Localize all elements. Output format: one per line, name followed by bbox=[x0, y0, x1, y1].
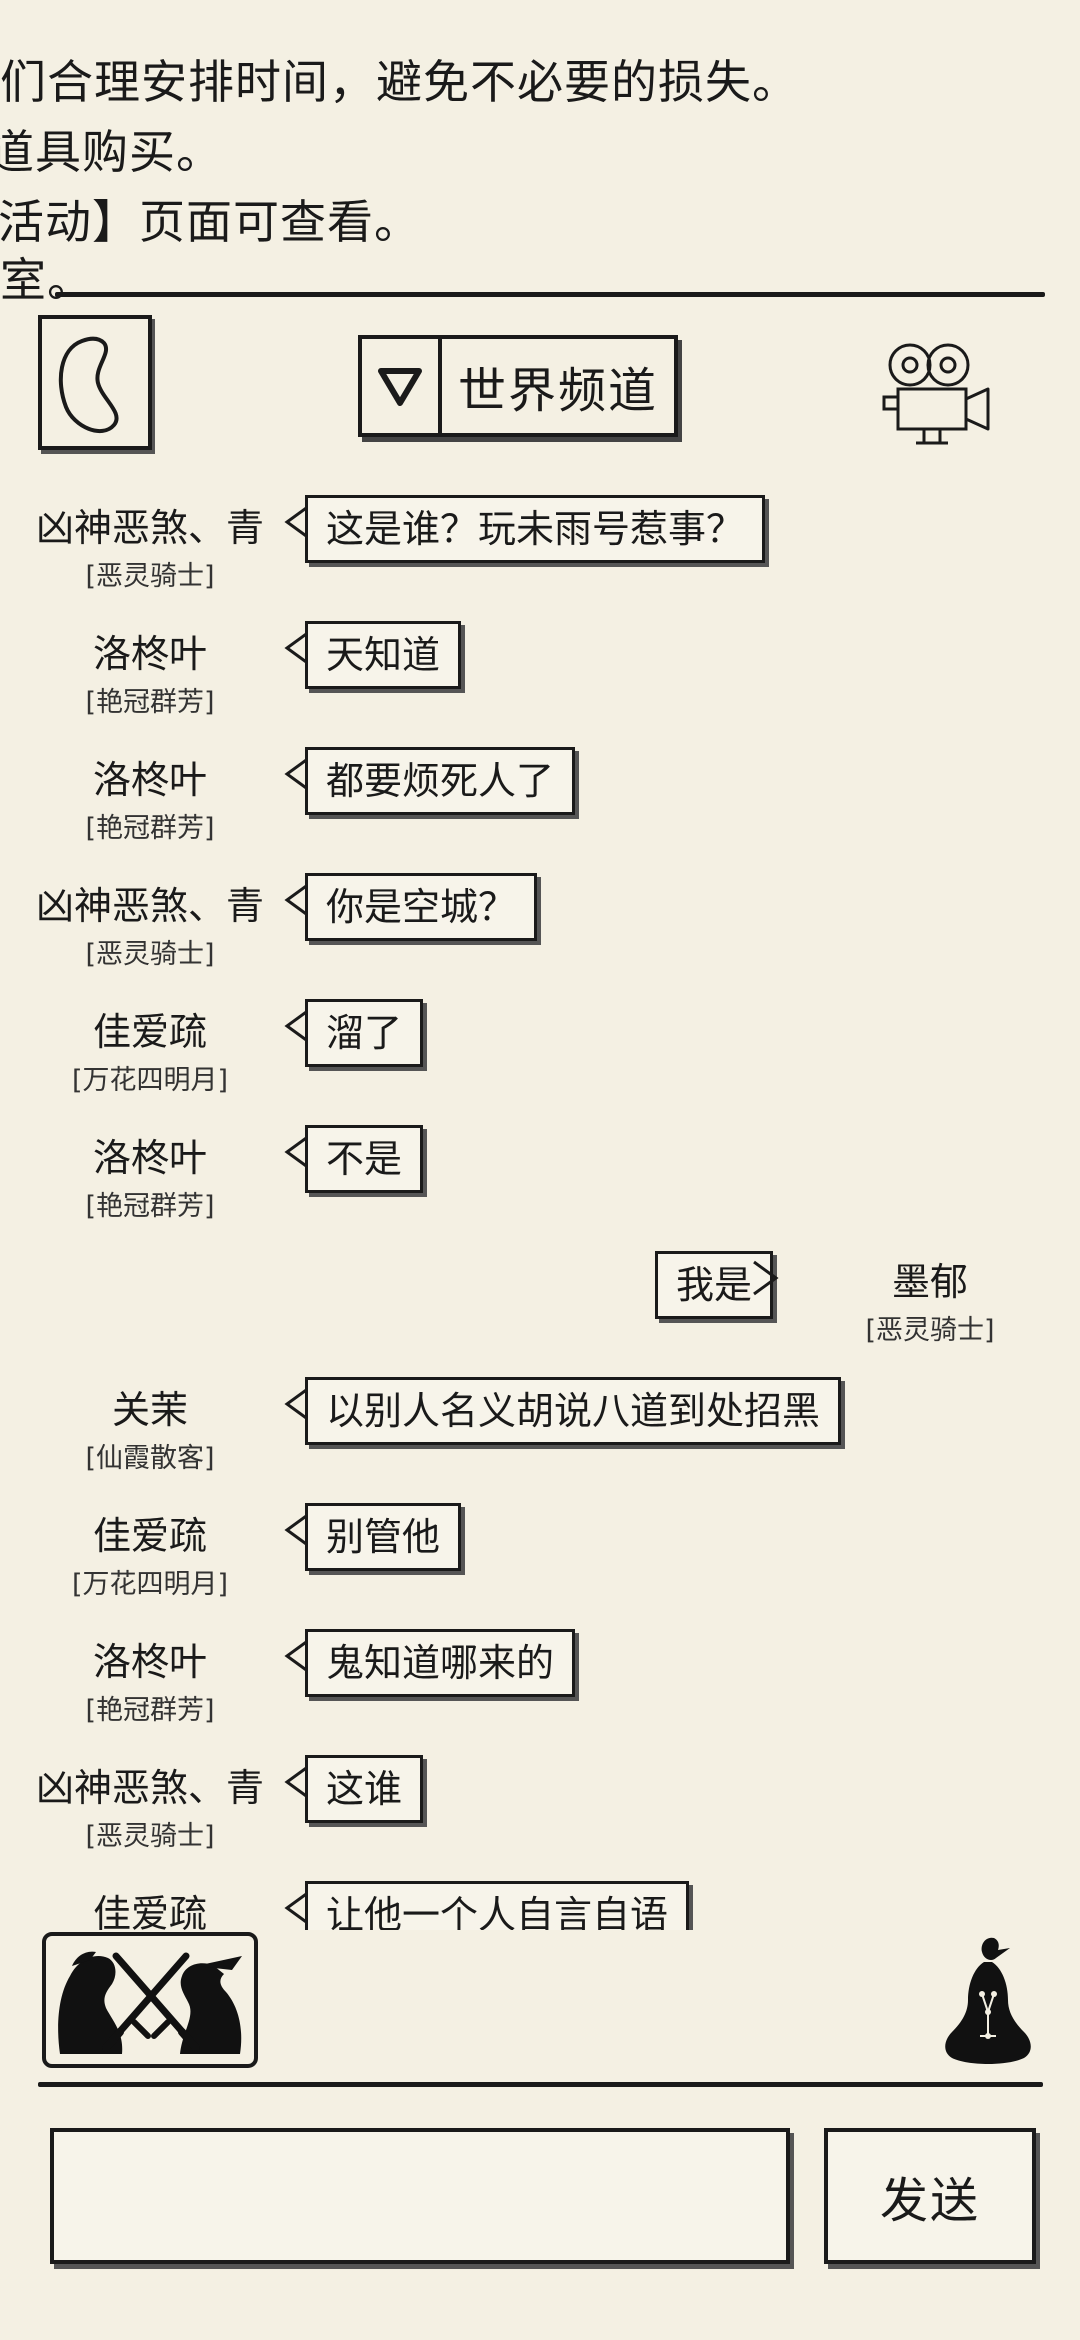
chat-message: 佳爱疏 让他一个人自言自语 bbox=[0, 1866, 1080, 1930]
sender-guild: [万花四明月] bbox=[71, 1065, 229, 1096]
message-sender: 洛柊叶 [艳冠群芳] bbox=[0, 1638, 300, 1728]
chat-message: 佳爱疏 [万花四明月] 溜了 bbox=[0, 984, 1080, 1110]
chat-message: 洛柊叶 [艳冠群芳] 天知道 bbox=[0, 606, 1080, 732]
sender-name[interactable]: 墨郁 bbox=[891, 1260, 968, 1304]
channel-name: 世界频道 bbox=[457, 363, 658, 419]
notice-line: 室。 bbox=[0, 253, 94, 307]
sender-guild: [万花四明月] bbox=[71, 1569, 229, 1600]
channel-selector[interactable]: 世界频道 bbox=[358, 335, 678, 437]
sender-name[interactable]: 洛柊叶 bbox=[92, 1136, 207, 1180]
chat-message: 洛柊叶 [艳冠群芳] 鬼知道哪来的 bbox=[0, 1614, 1080, 1740]
sender-name[interactable]: 佳爱疏 bbox=[92, 1010, 207, 1054]
message-bubble: 让他一个人自言自语 bbox=[305, 1881, 690, 1930]
bubble-tail-icon bbox=[284, 1386, 310, 1422]
back-icon bbox=[58, 336, 119, 433]
bubble-tail-icon bbox=[284, 1008, 310, 1044]
message-bubble: 都要烦死人了 bbox=[305, 747, 576, 815]
bubble-tail-icon bbox=[753, 1260, 779, 1296]
message-bubble: 不是 bbox=[305, 1125, 424, 1193]
meditation-button[interactable] bbox=[938, 1932, 1038, 2072]
message-sender: 凶神恶煞、青 [恶灵骑士] bbox=[0, 504, 300, 594]
message-sender: 凶神恶煞、青 [恶灵骑士] bbox=[0, 1764, 300, 1854]
input-divider bbox=[38, 2082, 1043, 2087]
chat-message: 凶神恶煞、青 [恶灵骑士] 这谁 bbox=[0, 1740, 1080, 1866]
sender-name[interactable]: 关茉 bbox=[111, 1388, 188, 1432]
bubble-tail-icon bbox=[284, 1512, 310, 1548]
bubble-tail-icon bbox=[284, 504, 310, 540]
sender-name[interactable]: 洛柊叶 bbox=[92, 758, 207, 802]
sender-guild: [仙霞散客] bbox=[85, 1443, 215, 1474]
sender-name[interactable]: 洛柊叶 bbox=[92, 632, 207, 676]
sender-name[interactable]: 佳爱疏 bbox=[92, 1514, 207, 1558]
sender-guild: [恶灵骑士] bbox=[865, 1315, 995, 1346]
camera-button[interactable] bbox=[878, 335, 998, 450]
send-button[interactable]: 发送 bbox=[824, 2128, 1036, 2264]
sender-name[interactable]: 凶神恶煞、青 bbox=[35, 1766, 264, 1810]
sender-name[interactable]: 凶神恶煞、青 bbox=[35, 884, 264, 928]
bubble-tail-icon bbox=[284, 1890, 310, 1926]
sender-guild: [艳冠群芳] bbox=[85, 813, 215, 844]
back-button[interactable] bbox=[38, 315, 152, 450]
bubble-tail-icon bbox=[284, 756, 310, 792]
chat-message: 佳爱疏 [万花四明月] 别管他 bbox=[0, 1488, 1080, 1614]
message-bubble: 你是空城？ bbox=[305, 873, 538, 941]
message-bubble: 这谁 bbox=[305, 1755, 424, 1823]
sender-guild: [艳冠群芳] bbox=[85, 1191, 215, 1222]
message-sender: 佳爱疏 bbox=[0, 1890, 300, 1930]
message-sender: 佳爱疏 [万花四明月] bbox=[0, 1008, 300, 1098]
triangle-down-icon bbox=[362, 339, 442, 433]
bubble-tail-icon bbox=[284, 882, 310, 918]
sender-name[interactable]: 洛柊叶 bbox=[92, 1640, 207, 1684]
message-sender: 关茉 [仙霞散客] bbox=[0, 1386, 300, 1476]
chat-message: 关茉 [仙霞散客] 以别人名义胡说八道到处招黑 bbox=[0, 1362, 1080, 1488]
bubble-tail-icon bbox=[284, 630, 310, 666]
bubble-tail-icon bbox=[284, 1134, 310, 1170]
chat-input[interactable] bbox=[50, 2128, 790, 2264]
pvp-button[interactable] bbox=[42, 1932, 258, 2068]
bubble-tail-icon bbox=[284, 1638, 310, 1674]
sender-guild: [恶灵骑士] bbox=[85, 939, 215, 970]
camera-icon bbox=[882, 343, 990, 445]
message-sender: 墨郁 [恶灵骑士] bbox=[780, 1258, 1080, 1348]
message-sender: 洛柊叶 [艳冠群芳] bbox=[0, 756, 300, 846]
message-bubble: 我是 bbox=[655, 1251, 774, 1319]
sender-guild: [恶灵骑士] bbox=[85, 1821, 215, 1852]
message-bubble: 天知道 bbox=[305, 621, 462, 689]
sender-name[interactable]: 佳爱疏 bbox=[92, 1892, 207, 1930]
message-bubble: 以别人名义胡说八道到处招黑 bbox=[305, 1377, 842, 1445]
sender-guild: [艳冠群芳] bbox=[85, 1695, 215, 1726]
message-sender: 洛柊叶 [艳冠群芳] bbox=[0, 1134, 300, 1224]
crossed-swords-icon bbox=[58, 1951, 242, 2054]
meditation-icon bbox=[945, 1937, 1031, 2064]
message-bubble: 溜了 bbox=[305, 999, 424, 1067]
notice-divider bbox=[55, 292, 1045, 297]
bubble-tail-icon bbox=[284, 1764, 310, 1800]
message-bubble: 别管他 bbox=[305, 1503, 462, 1571]
message-sender: 凶神恶煞、青 [恶灵骑士] bbox=[0, 882, 300, 972]
sender-guild: [恶灵骑士] bbox=[85, 561, 215, 592]
notice-line: 们合理安排时间，避免不必要的损失。 bbox=[0, 55, 799, 109]
notice-line: 道具购买。 bbox=[0, 125, 223, 179]
message-sender: 佳爱疏 [万花四明月] bbox=[0, 1512, 300, 1602]
chat-message: 凶神恶煞、青 [恶灵骑士] 你是空城？ bbox=[0, 858, 1080, 984]
notice-line: 活动】页面可查看。 bbox=[0, 195, 421, 249]
chat-message: 凶神恶煞、青 [恶灵骑士] 这是谁？玩未雨号惹事？ bbox=[0, 480, 1080, 606]
chat-message: 洛柊叶 [艳冠群芳] 都要烦死人了 bbox=[0, 732, 1080, 858]
sender-name[interactable]: 凶神恶煞、青 bbox=[35, 506, 264, 550]
message-bubble: 这是谁？玩未雨号惹事？ bbox=[305, 495, 766, 563]
message-sender: 洛柊叶 [艳冠群芳] bbox=[0, 630, 300, 720]
message-bubble: 鬼知道哪来的 bbox=[305, 1629, 576, 1697]
chat-message: 洛柊叶 [艳冠群芳] 不是 bbox=[0, 1110, 1080, 1236]
sender-guild: [艳冠群芳] bbox=[85, 687, 215, 718]
chat-message-list[interactable]: 凶神恶煞、青 [恶灵骑士] 这是谁？玩未雨号惹事？ 洛柊叶 [艳冠群芳] 天知道… bbox=[0, 470, 1080, 1930]
chat-message-own: 我是 墨郁 [恶灵骑士] bbox=[0, 1236, 1080, 1362]
